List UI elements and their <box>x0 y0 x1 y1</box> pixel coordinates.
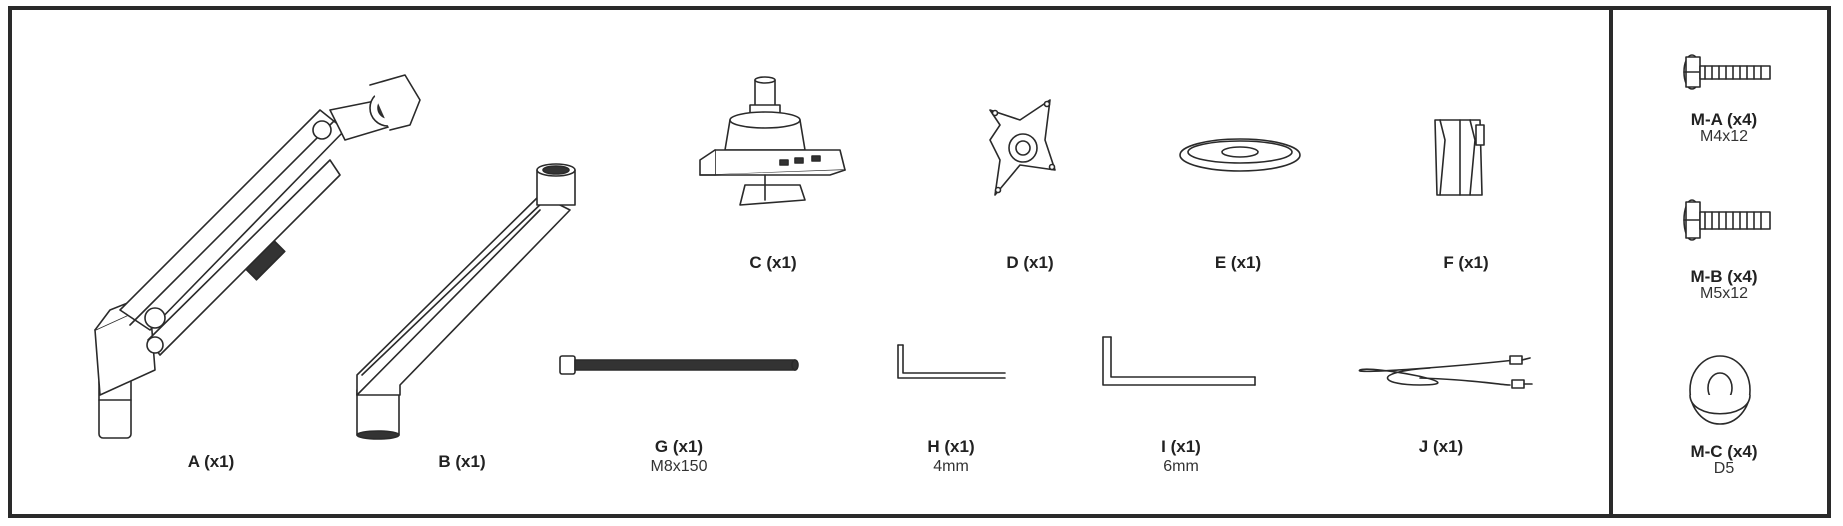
part-i-label: I (x1) <box>1161 437 1201 456</box>
part-j-usb-cable-illustration <box>1358 355 1533 389</box>
part-i-spec: 6mm <box>1163 458 1199 475</box>
part-d-label: D (x1) <box>1006 253 1054 272</box>
part-f-cable-clip-illustration <box>1434 119 1485 196</box>
hardware-m-c-spec: D5 <box>1713 460 1735 477</box>
part-h-hex-key-4mm-illustration <box>897 344 1006 379</box>
hardware-m-c-label: M-C (x4) <box>1690 442 1758 461</box>
hardware-m-c-washer-illustration <box>1689 355 1751 425</box>
hardware-m-a-label: M-A (x4) <box>1690 110 1758 129</box>
hardware-m-a-screw-illustration <box>1683 54 1771 90</box>
part-c-clamp-illustration <box>699 76 846 206</box>
hardware-m-a-spec: M4x12 <box>1699 128 1749 145</box>
part-i-hex-key-6mm-illustration <box>1102 336 1256 386</box>
hardware-m-b-spec: M5x12 <box>1699 285 1749 302</box>
part-d-vesa-plate-illustration <box>989 99 1056 196</box>
part-b-extension-illustration <box>356 163 576 440</box>
part-h-spec: 4mm <box>933 458 969 475</box>
part-g-spec: M8x150 <box>650 458 708 475</box>
part-j-label: J (x1) <box>1418 437 1464 456</box>
part-c-label: C (x1) <box>749 253 797 272</box>
part-f-label: F (x1) <box>1443 253 1489 272</box>
hardware-divider <box>1609 6 1613 518</box>
hardware-m-b-label: M-B (x4) <box>1690 267 1758 286</box>
part-e-grommet-illustration <box>1179 138 1301 172</box>
part-h-label: H (x1) <box>927 437 975 456</box>
part-a-label: A (x1) <box>187 452 235 471</box>
diagram-frame <box>8 6 1831 518</box>
part-b-label: B (x1) <box>438 452 486 471</box>
part-g-threaded-rod-illustration <box>559 355 799 375</box>
part-g-label: G (x1) <box>654 437 704 456</box>
part-a-arm-illustration <box>94 74 421 439</box>
hardware-m-b-screw-illustration <box>1683 199 1771 241</box>
part-e-label: E (x1) <box>1214 253 1262 272</box>
